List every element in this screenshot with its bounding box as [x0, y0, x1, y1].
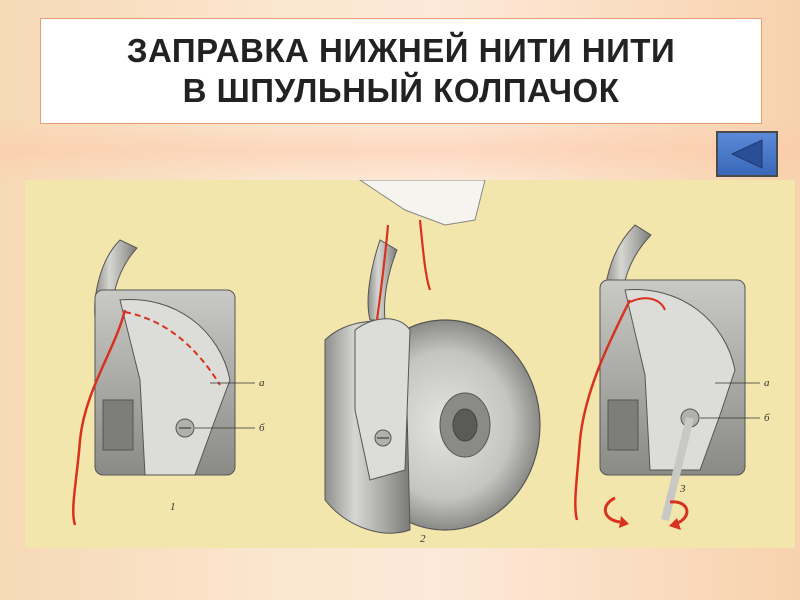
background-glow [0, 120, 800, 180]
title-line-2: В ШПУЛЬНЫЙ КОЛПАЧОК [182, 72, 620, 109]
figure-number-1: 1 [170, 501, 176, 513]
back-button[interactable] [716, 131, 778, 177]
label-b-fig3: б [764, 412, 770, 424]
label-a-fig1: а [259, 377, 265, 389]
triangle-left-icon [730, 139, 763, 169]
figure-number-3: 3 [679, 483, 686, 495]
title-box: ЗАПРАВКА НИЖНЕЙ НИТИ НИТИ В ШПУЛЬНЫЙ КОЛ… [40, 18, 762, 124]
figure-3: а б 3 [574, 224, 770, 530]
figure-number-2: 2 [420, 533, 426, 545]
bobbin-case-illustration: а б 1 2 [25, 179, 795, 548]
title-line-1: ЗАПРАВКА НИЖНЕЙ НИТИ НИТИ [126, 32, 676, 69]
figure-2: 2 [324, 179, 541, 545]
label-b-fig1: б [259, 422, 265, 434]
figure-1: а б 1 [72, 239, 265, 526]
label-a-fig3: а [764, 377, 770, 389]
